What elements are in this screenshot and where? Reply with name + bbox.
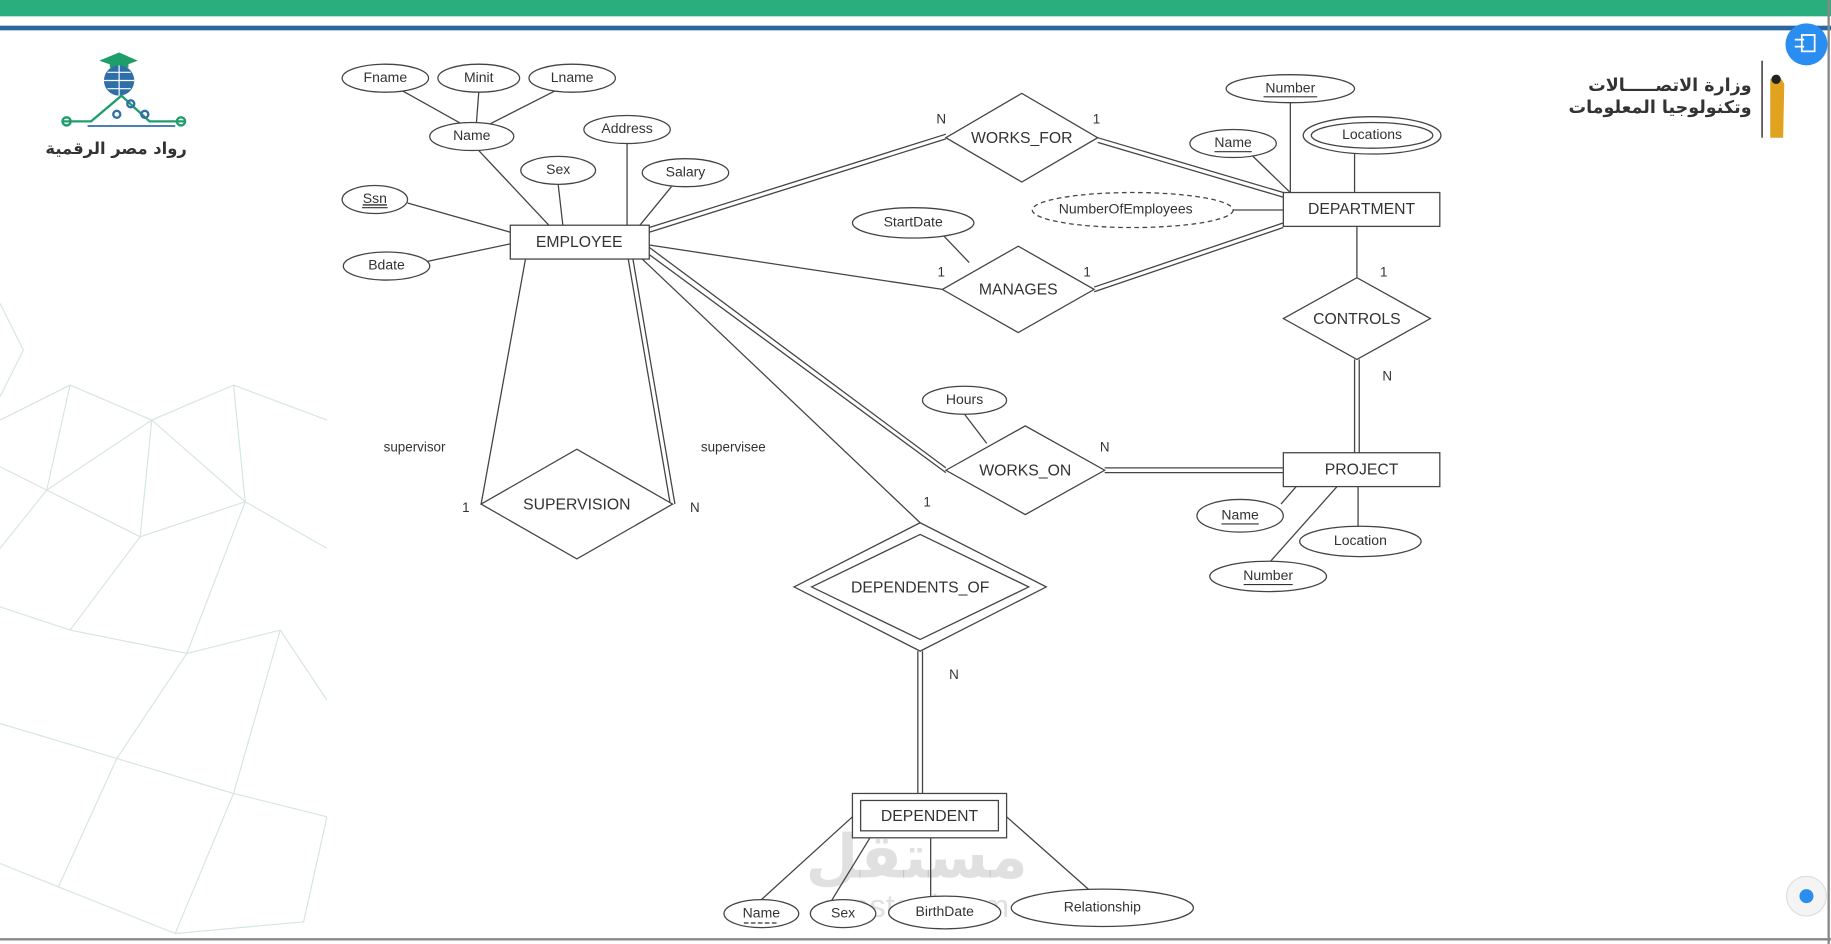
attr-fname[interactable]: Fname	[341, 63, 430, 93]
ministry-logo: وزارة الاتصـــــالات وتكنولوجيا المعلوما…	[1569, 60, 1785, 138]
attr-locations-multivalued[interactable]: Locations	[1302, 116, 1442, 155]
attr-label: Relationship	[1064, 899, 1141, 915]
attr-start-date[interactable]: StartDate	[851, 207, 975, 239]
attr-number-of-employees-derived[interactable]: NumberOfEmployees	[1031, 191, 1234, 229]
attributes: Fname Minit Lname Name Address Sex Salar…	[341, 63, 1442, 930]
header-blue-bar	[0, 25, 1831, 31]
attr-ssn-key[interactable]: Ssn	[341, 184, 409, 215]
rowad-misr-logo: رواد مصر الرقمية	[45, 52, 187, 158]
attr-employee-name[interactable]: Name	[429, 121, 515, 152]
entity-project[interactable]: PROJECT	[1282, 452, 1441, 488]
entity-label: PROJECT	[1325, 461, 1399, 478]
role-supervisor: supervisor	[384, 440, 446, 455]
attr-label: Name	[453, 127, 491, 143]
relationship-supervision[interactable]: SUPERVISION	[479, 448, 674, 560]
cardinality-labels: N 1 1 1 1 N N 1 N 1 N supervisor supervi…	[384, 112, 1392, 682]
relationship-label: SUPERVISION	[523, 496, 630, 513]
relationship-controls[interactable]: CONTROLS	[1282, 276, 1432, 361]
attr-label: Fname	[364, 69, 408, 85]
attr-label: Hours	[946, 391, 983, 407]
word-icon	[1800, 34, 1816, 53]
attr-label: Locations	[1342, 126, 1402, 142]
weak-entity-dependent[interactable]: DEPENDENT	[851, 792, 1008, 839]
entity-department[interactable]: DEPARTMENT	[1282, 191, 1441, 228]
relationship-label: DEPENDENTS_OF	[851, 579, 989, 596]
cardinality: N	[1382, 368, 1392, 383]
attr-dept-number-key[interactable]: Number	[1225, 74, 1356, 104]
attr-hours[interactable]: Hours	[921, 385, 1008, 415]
relationship-label: MANAGES	[979, 282, 1058, 299]
attr-label: StartDate	[884, 214, 943, 230]
cardinality: 1	[1083, 265, 1090, 280]
entity-label: DEPARTMENT	[1308, 201, 1415, 218]
attr-label: Salary	[666, 163, 706, 179]
cardinality: N	[936, 112, 946, 127]
cardinality: 1	[937, 265, 944, 280]
relationship-works-for[interactable]: WORKS_FOR	[944, 92, 1099, 183]
cardinality: 1	[462, 500, 469, 515]
attr-dependent-sex[interactable]: Sex	[809, 899, 877, 929]
attr-minit[interactable]: Minit	[437, 63, 521, 93]
cardinality: N	[1100, 440, 1110, 455]
attr-label: BirthDate	[916, 903, 975, 919]
rowad-logo-text: رواد مصر الرقمية	[45, 139, 186, 158]
word-export-button[interactable]	[1785, 23, 1828, 66]
entity-label: EMPLOYEE	[536, 234, 623, 251]
ministry-line1: وزارة الاتصـــــالات	[1588, 76, 1751, 96]
attr-label: Name	[1214, 134, 1252, 150]
attr-project-name-key[interactable]: Name	[1196, 498, 1284, 533]
background-network	[0, 303, 328, 935]
attr-label: Number	[1243, 567, 1293, 583]
cardinality: 1	[1380, 265, 1387, 280]
attr-project-location[interactable]: Location	[1299, 525, 1422, 558]
attr-lname[interactable]: Lname	[528, 63, 617, 93]
attr-label: Location	[1334, 532, 1387, 548]
relationship-works-on[interactable]: WORKS_ON	[944, 425, 1106, 516]
attr-label: Bdate	[368, 257, 405, 273]
attr-project-number-key[interactable]: Number	[1209, 560, 1328, 593]
attr-salary[interactable]: Salary	[641, 158, 730, 188]
assistant-icon	[1799, 889, 1814, 904]
ministry-line2: وتكنولوجيا المعلومات	[1569, 98, 1752, 118]
attr-label: NumberOfEmployees	[1059, 201, 1193, 217]
attr-birth-date[interactable]: BirthDate	[887, 895, 1002, 930]
attr-label: Address	[601, 120, 652, 136]
attr-label: Lname	[551, 69, 594, 85]
relationship-label: CONTROLS	[1313, 311, 1401, 328]
attr-label: Minit	[464, 69, 494, 85]
entity-employee[interactable]: EMPLOYEE	[509, 224, 650, 260]
relationship-label: WORKS_ON	[979, 463, 1071, 480]
attr-label: Sex	[546, 161, 570, 177]
cardinality: 1	[923, 494, 930, 509]
connectors	[402, 90, 1360, 902]
relationship-manages[interactable]: MANAGES	[941, 245, 1096, 334]
attr-dept-name-key[interactable]: Name	[1189, 128, 1277, 159]
attr-label: Ssn	[363, 190, 387, 206]
attr-label: Name	[1221, 506, 1259, 522]
attr-dependent-name-partial-key[interactable]: Name	[723, 899, 800, 929]
cardinality: 1	[1093, 112, 1100, 127]
entity-label: DEPENDENT	[881, 808, 979, 825]
attr-relationship[interactable]: Relationship	[1010, 888, 1195, 928]
cardinality: N	[690, 500, 700, 515]
attr-label: Name	[743, 904, 781, 920]
attr-sex[interactable]: Sex	[520, 155, 597, 186]
role-supervisee: supervisee	[701, 440, 766, 455]
attr-label: Number	[1265, 79, 1315, 95]
relationship-label: WORKS_FOR	[971, 130, 1073, 147]
header-green-bar	[0, 0, 1831, 17]
cardinality: N	[949, 667, 959, 682]
attr-address[interactable]: Address	[583, 114, 671, 145]
floating-assistant-button[interactable]	[1786, 875, 1827, 917]
attr-bdate[interactable]: Bdate	[342, 251, 431, 281]
identifying-relationship-dependents-of[interactable]: DEPENDENTS_OF	[792, 522, 1048, 652]
attr-label: Sex	[831, 904, 855, 920]
